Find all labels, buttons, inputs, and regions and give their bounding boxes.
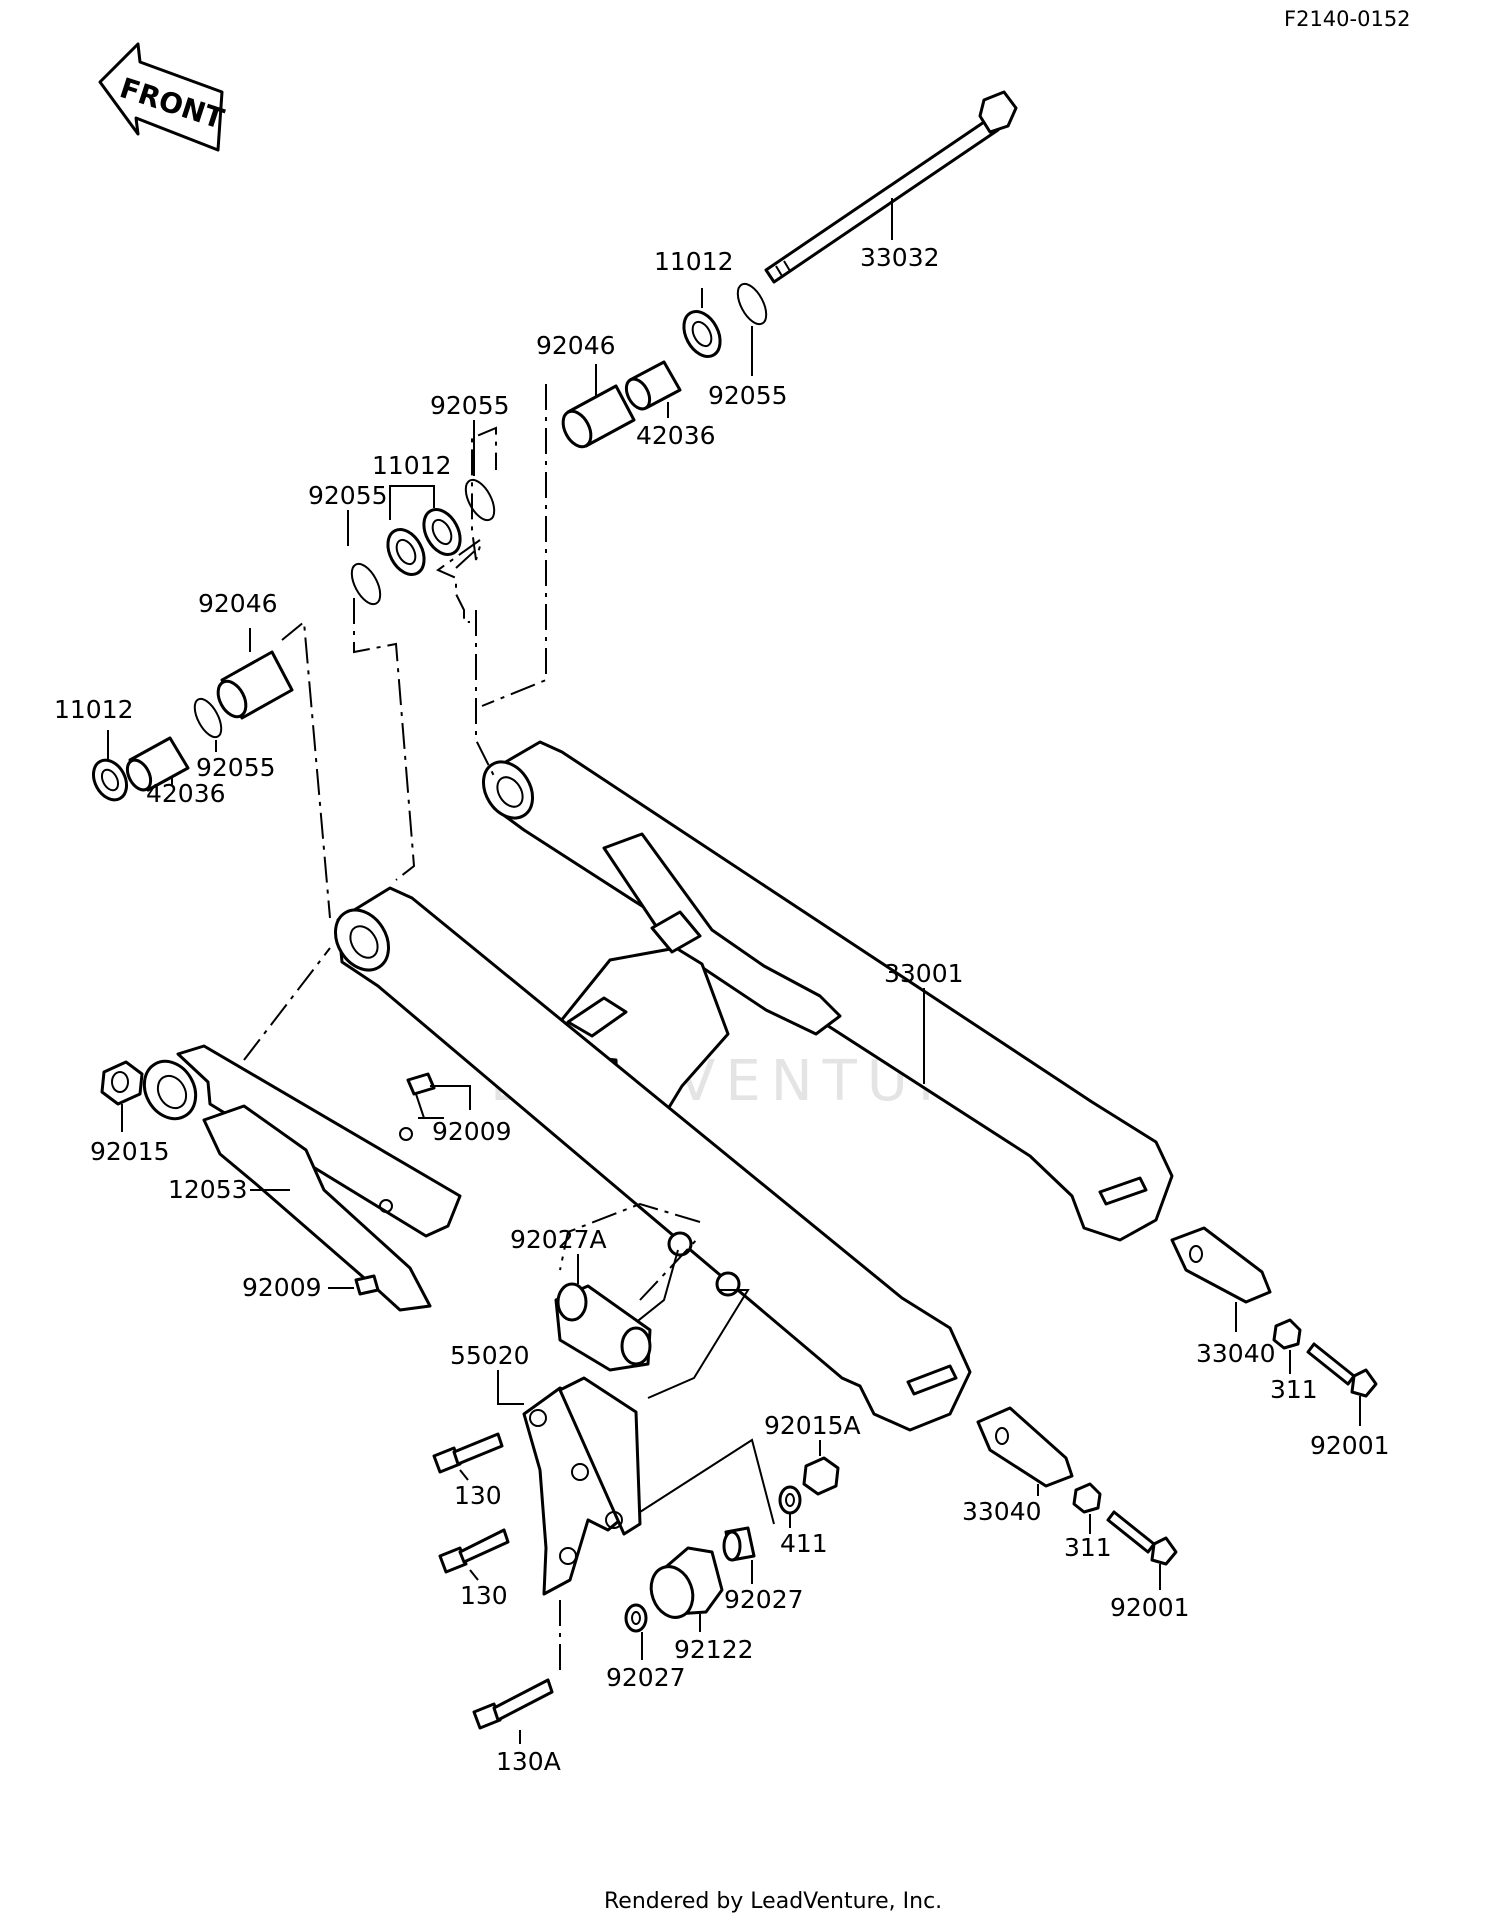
label-33001: 33001	[884, 959, 964, 988]
axle-block-33040-mid	[976, 1406, 1074, 1488]
circlip-92055-mid-left	[350, 562, 382, 606]
label-92055-mid: 92055	[430, 391, 510, 420]
label-92015: 92015	[90, 1137, 170, 1166]
bolt-130-lower	[438, 1528, 510, 1574]
label-130-upper: 130	[454, 1481, 502, 1510]
collar-92027-lower	[624, 1603, 648, 1633]
diagram-code: F2140-0152	[1284, 7, 1411, 31]
nut-92015A	[802, 1456, 840, 1496]
sleeve-42036-left	[125, 736, 190, 792]
label-311-mid: 311	[1064, 1533, 1112, 1562]
circlip-92055-left	[193, 697, 223, 739]
label-311-right: 311	[1270, 1375, 1318, 1404]
label-92027A: 92027A	[510, 1225, 607, 1254]
label-92001-mid: 92001	[1110, 1593, 1190, 1622]
label-42036-left: 42036	[146, 779, 226, 808]
label-11012-left: 11012	[54, 695, 134, 724]
seal-11012-top	[682, 310, 722, 358]
label-92015A: 92015A	[764, 1411, 861, 1440]
bolt-130A	[472, 1678, 554, 1730]
seal-11012-mid-b	[422, 508, 462, 556]
nut-311-mid	[1072, 1482, 1102, 1514]
bolt-92001-mid	[1106, 1510, 1178, 1566]
label-92001-right: 92001	[1310, 1431, 1390, 1460]
sleeve-42036-top	[624, 360, 682, 411]
label-92055-top-right: 92055	[708, 381, 788, 410]
label-130-lower: 130	[460, 1581, 508, 1610]
label-11012-top: 11012	[654, 247, 734, 276]
washer-411	[778, 1485, 802, 1515]
label-92046-left: 92046	[198, 589, 278, 618]
label-92009-upper: 92009	[432, 1117, 512, 1146]
needle-bearing-92046-top	[561, 384, 636, 449]
label-11012-mid: 11012	[372, 451, 452, 480]
footer-credit: Rendered by LeadVenture, Inc.	[604, 1889, 942, 1914]
bolt-92009-lower	[354, 1199, 393, 1296]
label-92027-right: 92027	[724, 1585, 804, 1614]
bushing-92122	[649, 1546, 724, 1619]
needle-bearing-92046-left	[216, 650, 294, 720]
circlip-92055-top-right	[736, 282, 768, 326]
label-33040-right: 33040	[1196, 1339, 1276, 1368]
label-55020: 55020	[450, 1341, 530, 1370]
label-33040-mid: 33040	[962, 1497, 1042, 1526]
label-92055-left: 92055	[196, 753, 276, 782]
axle-block-33040-right	[1170, 1226, 1272, 1304]
label-92055-mid-left: 92055	[308, 481, 388, 510]
chain-guard-12053	[142, 1044, 462, 1312]
nut-311-right	[1272, 1318, 1302, 1350]
bolt-92001-right	[1306, 1342, 1378, 1398]
front-arrow-icon: FRONT	[98, 42, 228, 152]
bolt-92009-upper	[399, 1072, 436, 1141]
seal-11012-mid-a	[386, 528, 426, 576]
circlip-92055-mid	[464, 478, 496, 522]
collar-92027-right	[722, 1526, 756, 1562]
label-411: 411	[780, 1529, 828, 1558]
label-92046-top: 92046	[536, 331, 616, 360]
bolt-130-upper	[432, 1432, 504, 1474]
label-92009-lower: 92009	[242, 1273, 322, 1302]
label-42036-top: 42036	[636, 421, 716, 450]
rocker-plate-55020	[522, 1376, 642, 1596]
nut-92015	[100, 1060, 144, 1106]
link-92027A	[554, 1282, 652, 1372]
label-12053: 12053	[168, 1175, 248, 1204]
label-92027-lower: 92027	[606, 1663, 686, 1692]
pivot-shaft-33032	[764, 90, 1018, 284]
seal-11012-left	[91, 758, 129, 802]
label-92122: 92122	[674, 1635, 754, 1664]
label-130A: 130A	[496, 1747, 561, 1776]
swing-arm-33001	[334, 740, 1174, 1432]
label-33032: 33032	[860, 243, 940, 272]
